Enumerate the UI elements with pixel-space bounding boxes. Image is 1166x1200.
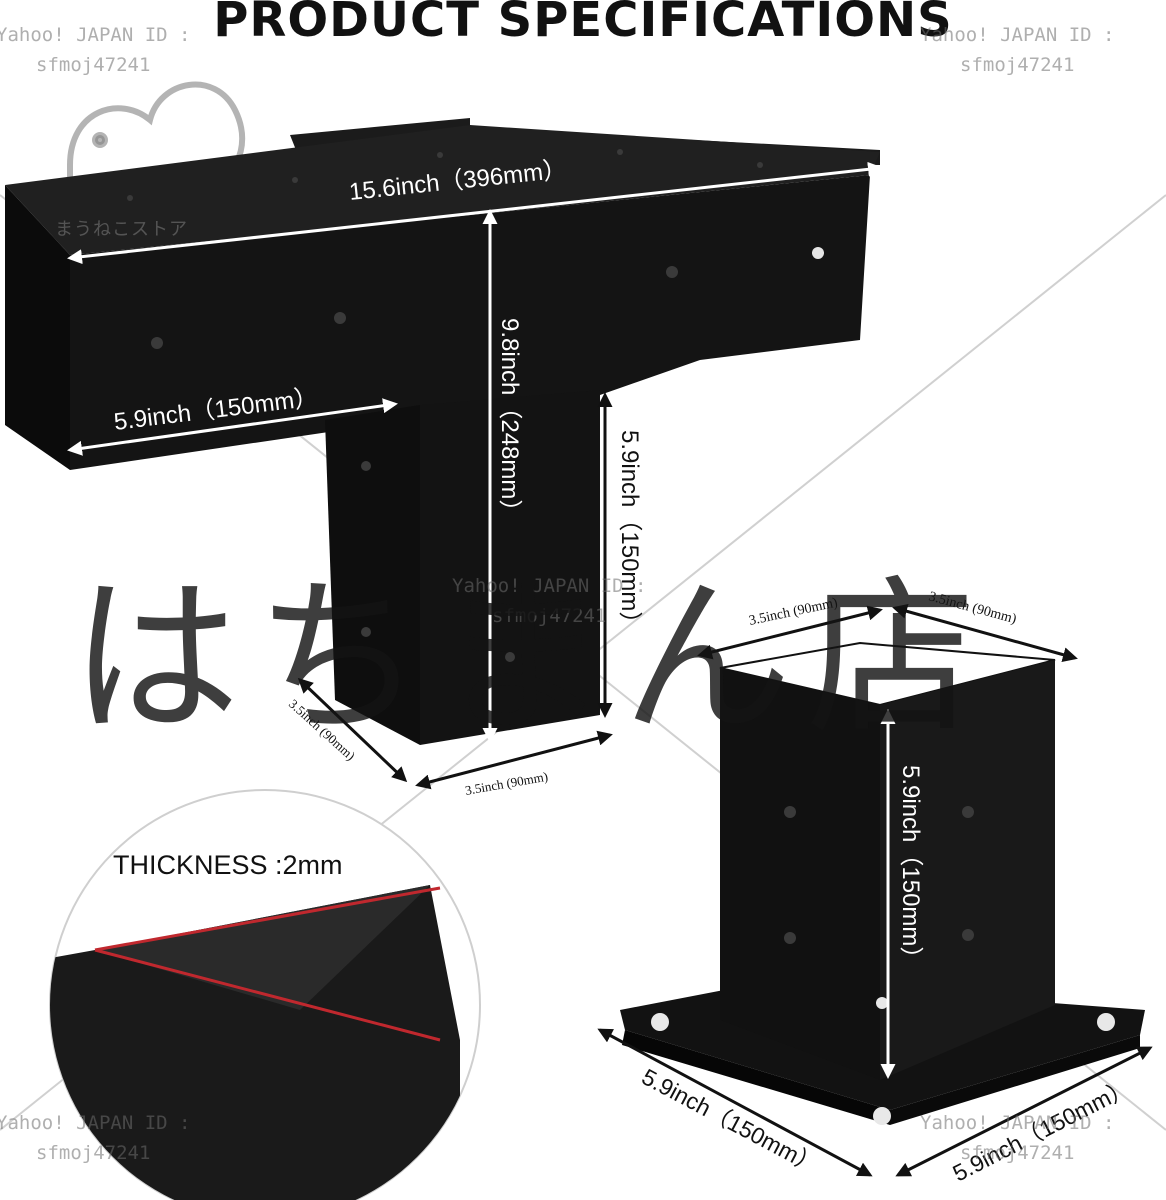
watermark-id-label: Yahoo! JAPAN ID : <box>920 24 1115 46</box>
watermark-bottom-right: Yahoo! JAPAN ID : sfmoj47241 <box>920 1108 1114 1168</box>
length-arrow <box>67 161 883 265</box>
base-a-arrow <box>597 1028 873 1177</box>
t-bracket <box>5 118 883 790</box>
watermark-id-label: Yahoo! JAPAN ID : <box>0 24 191 46</box>
edge-highlight-top <box>94 886 441 952</box>
watermark-center: Yahoo! JAPAN ID : sfmoj47241 <box>452 571 646 631</box>
watermark-id-value: sfmoj47241 <box>36 54 151 76</box>
watermark-id-label: Yahoo! JAPAN ID : <box>920 1112 1115 1134</box>
post-height-label: 5.9inch（150mm） <box>897 765 924 970</box>
leg-label: 5.9inch（150mm） <box>616 430 643 635</box>
width-b-arrow <box>415 730 613 790</box>
post-holes <box>784 806 974 944</box>
thickness-detail <box>49 789 481 1200</box>
base-bolt-holes <box>651 997 1115 1125</box>
shop-name-overlay: はちまん店 <box>70 560 991 758</box>
top-a-arrow <box>697 605 883 660</box>
watermark-id-label: Yahoo! JAPAN ID : <box>0 1112 191 1134</box>
width-a-arrow <box>297 677 408 783</box>
top-b-arrow <box>892 603 1078 663</box>
base-b-arrow <box>895 1046 1153 1177</box>
thickness-label: THICKNESS :2mm <box>113 850 343 880</box>
watermark-id-value: sfmoj47241 <box>36 1142 151 1164</box>
watermark-id-value: sfmoj47241 <box>960 54 1075 76</box>
watermark-id-label: Yahoo! JAPAN ID : <box>452 575 647 597</box>
watermark-id-value: sfmoj47241 <box>960 1142 1075 1164</box>
watermark-top-left: Yahoo! JAPAN ID : sfmoj47241 <box>0 20 190 80</box>
watermark-id-value: sfmoj47241 <box>492 605 607 627</box>
watermark-bottom-left: Yahoo! JAPAN ID : sfmoj47241 <box>0 1108 190 1168</box>
post-base <box>597 603 1153 1177</box>
page-title: PRODUCT SPECIFICATIONS <box>213 0 953 48</box>
height-label: 9.8inch（248mm） <box>496 318 523 523</box>
watermark-top-right: Yahoo! JAPAN ID : sfmoj47241 <box>920 20 1114 80</box>
arm-arrow <box>67 398 398 456</box>
width-b-label: 3.5inch (90mm) <box>464 769 549 798</box>
edge-highlight-bottom <box>94 948 441 1042</box>
store-logo-text: まうねこストア <box>55 219 188 240</box>
